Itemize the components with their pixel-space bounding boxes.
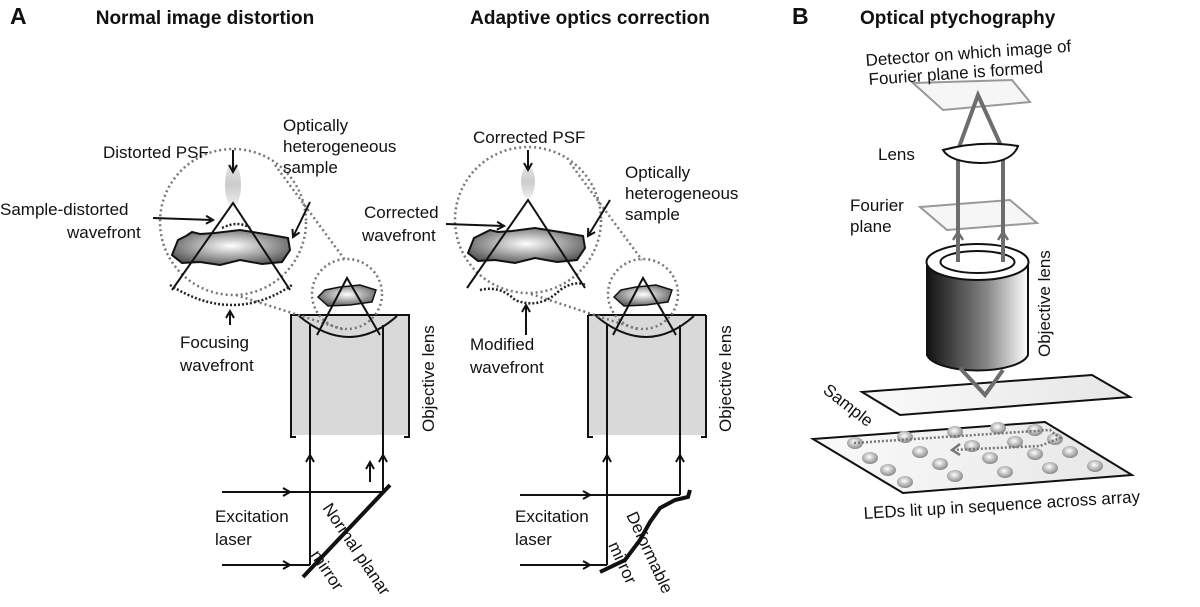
corrected-psf — [521, 166, 535, 198]
focal-region-circle — [310, 257, 384, 331]
distorted-psf-label: Distorted PSF — [103, 143, 209, 162]
led — [880, 464, 896, 476]
ao-sample-label-3: sample — [625, 205, 680, 224]
fourier-plane — [917, 198, 1040, 232]
objective-lens-label: Objective lens — [419, 325, 438, 432]
led-group — [847, 422, 1103, 488]
deformable-mirror — [599, 489, 692, 574]
led — [912, 446, 928, 458]
b-objective-lens-label: Objective lens — [1035, 250, 1054, 357]
excitation-laser-label-2: laser — [215, 530, 252, 549]
led — [897, 476, 913, 488]
adaptive-optics-diagram — [445, 145, 707, 574]
led — [1042, 462, 1058, 474]
objective-cylinder — [926, 262, 1029, 372]
ao-excitation-laser-label-1: Excitation — [515, 507, 589, 526]
focusing-wavefront-label-1: Focusing — [180, 333, 249, 352]
ao-objective-lens-label: Objective lens — [716, 325, 735, 432]
sample-label-3: sample — [283, 158, 338, 177]
led — [997, 466, 1013, 478]
ao-excitation-laser-label-2: laser — [515, 530, 552, 549]
distorted-wavefront-label-2: wavefront — [66, 223, 141, 242]
led — [862, 452, 878, 464]
panel-b-letter: B — [792, 3, 809, 29]
objective-lens-front — [298, 315, 398, 338]
panel-b-title: Optical ptychography — [860, 8, 1056, 29]
led-array — [809, 420, 1136, 495]
sample-label-2: heterogeneous — [283, 137, 396, 156]
led — [897, 431, 913, 443]
led — [1087, 460, 1103, 472]
planar-mirror — [301, 483, 392, 579]
normal-distortion-diagram — [152, 147, 410, 579]
mirror-label-2: mirror — [307, 547, 348, 595]
fourier-label-2: plane — [850, 217, 892, 236]
sample-label-1: Optically — [283, 116, 349, 135]
fourier-label-1: Fourier — [850, 196, 904, 215]
sample-label: Sample — [820, 380, 877, 430]
focusing-wavefront-label-2: wavefront — [179, 356, 254, 375]
sequence-path — [853, 428, 1063, 452]
ptychography-diagram — [809, 78, 1136, 495]
led — [1047, 433, 1063, 445]
modified-wavefront-label-2: wavefront — [469, 358, 544, 377]
corrected-wavefront-label-2: wavefront — [361, 226, 436, 245]
detector-plane — [910, 78, 1032, 112]
distorted-wavefront-label-1: Sample-distorted — [0, 200, 129, 219]
lens — [941, 142, 1020, 165]
ao-sample-label-1: Optically — [625, 163, 691, 182]
panel-a-right-title: Adaptive optics correction — [470, 8, 710, 29]
corrected-wavefront-label-1: Corrected — [364, 203, 439, 222]
panel-a-letter: A — [10, 3, 27, 29]
ao-sample-label-2: heterogeneous — [625, 184, 738, 203]
distorted-psf — [225, 163, 241, 207]
objective-lens-body — [291, 315, 409, 435]
light-cone — [171, 201, 291, 291]
corrected-psf-label: Corrected PSF — [473, 128, 585, 147]
led — [947, 470, 963, 482]
excitation-laser-label-1: Excitation — [215, 507, 289, 526]
light-path — [956, 89, 1005, 260]
modified-wavefront-label-1: Modified — [470, 335, 534, 354]
heterogeneous-sample — [170, 228, 292, 267]
lens-label: Lens — [878, 145, 915, 164]
led — [964, 440, 980, 452]
led — [1062, 446, 1078, 458]
led — [1007, 436, 1023, 448]
sample-slide — [858, 373, 1134, 417]
led — [1027, 448, 1043, 460]
led — [932, 458, 948, 470]
panel-a-left-title: Normal image distortion — [96, 8, 315, 29]
led — [990, 422, 1006, 434]
led — [982, 452, 998, 464]
magnified-view-circle — [158, 147, 308, 297]
focusing-wavefront — [169, 283, 293, 307]
